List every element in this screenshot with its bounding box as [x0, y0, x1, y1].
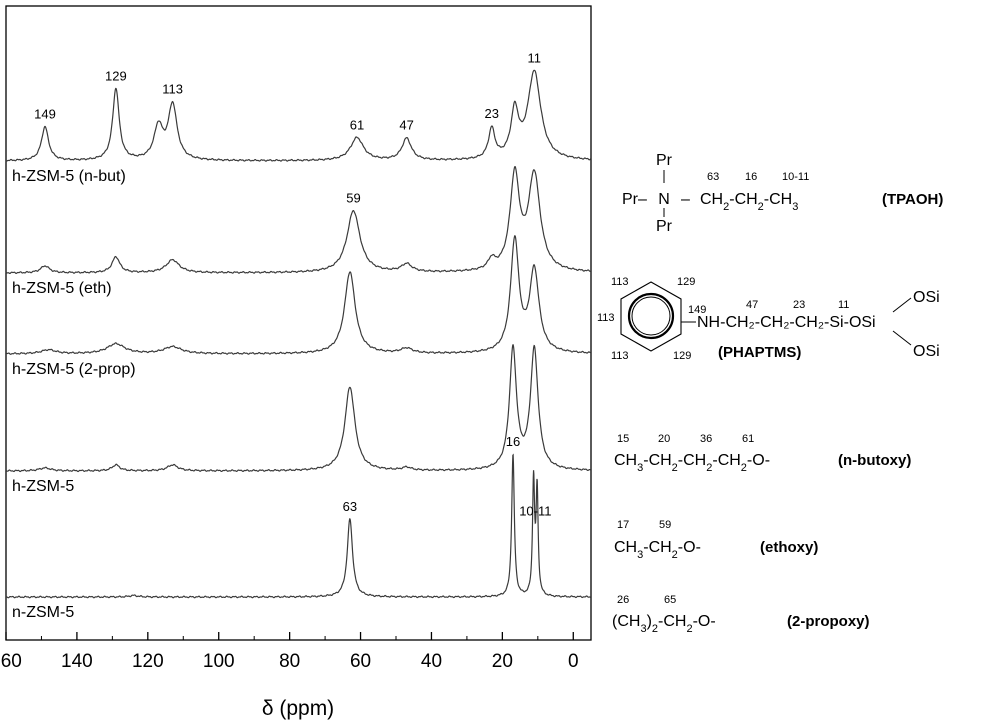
- plot-frame: [5, 5, 592, 641]
- x-tick-label-9: 0: [568, 651, 579, 672]
- peak-label-4: 61: [350, 117, 364, 132]
- benzene-ring: [620, 281, 682, 352]
- nbut-num-36: 36: [700, 433, 712, 445]
- nbut-formula: CH3-CH2-CH2-CH2-O-: [614, 452, 770, 474]
- peak-label-10: 16: [506, 434, 520, 449]
- si-bond-top: [892, 297, 912, 313]
- x-tick-label-5: 80: [279, 651, 300, 672]
- phaptms-osi-top: OSi: [913, 289, 940, 306]
- eth-label: (ethoxy): [760, 539, 818, 556]
- spectrum-label-5: n-ZSM-5: [12, 604, 74, 621]
- ring-num-149: 149: [688, 304, 706, 316]
- tpaoh-pr-bottom: Pr: [656, 218, 673, 235]
- prop-label: (2-propoxy): [787, 613, 870, 630]
- eth-num-59: 59: [659, 519, 671, 531]
- ring-num-113-bottom: 113: [611, 350, 629, 362]
- spectrum-trace-4: [5, 344, 591, 473]
- x-tick-label-7: 40: [421, 651, 442, 672]
- spectrum-label-4: h-ZSM-5: [12, 478, 74, 495]
- tpaoh-pr-top: Pr: [656, 152, 673, 169]
- nbut-num-15: 15: [617, 433, 629, 445]
- tpaoh-label: (TPAOH): [882, 191, 943, 208]
- nbut-num-61: 61: [742, 433, 754, 445]
- phaptms-chain: NH-CH₂-CH₂-CH₂-Si-OSi: [697, 314, 876, 331]
- structure-2-propoxy: 26 65 (CH3)2-CH2-O- (2-propoxy): [612, 594, 870, 635]
- ring-num-129-bottom: 129: [673, 350, 691, 362]
- phaptms-num-47: 47: [746, 299, 758, 311]
- benzene-ring-circle-inner: [631, 296, 671, 336]
- ring-num-129-top: 129: [677, 276, 695, 288]
- x-tick-label-3: 120: [132, 651, 164, 672]
- spectrum-label-2: h-ZSM-5 (eth): [12, 280, 112, 297]
- eth-formula: CH3-CH2-O-: [614, 539, 701, 561]
- spectrum-trace-1: [5, 69, 592, 162]
- peak-label-1: 149: [34, 106, 56, 121]
- spectra-group: [5, 69, 592, 599]
- tpaoh-pr-left: Pr–: [622, 191, 647, 208]
- prop-formula: (CH3)2-CH2-O-: [612, 613, 716, 635]
- series-labels: h-ZSM-5 (n-but) h-ZSM-5 (eth) h-ZSM-5 (2-p…: [12, 168, 136, 621]
- spectrum-label-1: h-ZSM-5 (n-but): [12, 168, 126, 185]
- prop-num-65: 65: [664, 594, 676, 606]
- structure-phaptms: 113 129 113 149 113 129 NH-CH₂-CH₂-CH₂-S…: [597, 276, 940, 362]
- peak-label-6: 23: [484, 106, 498, 121]
- tpaoh-n: N: [658, 191, 670, 208]
- x-axis-title: δ (ppm): [262, 697, 334, 720]
- x-tick-label-2: 140: [61, 651, 93, 672]
- peak-label-7: 11: [528, 50, 542, 65]
- peak-label-2: 129: [105, 68, 127, 83]
- tpaoh-num-10-11: 10-11: [782, 171, 809, 183]
- structure-n-butoxy: 15 20 36 61 CH3-CH2-CH2-CH2-O- (n-butoxy…: [614, 433, 911, 474]
- prop-num-26: 26: [617, 594, 629, 606]
- spectrum-trace-2: [5, 165, 592, 275]
- peak-label-9: 63: [343, 499, 357, 514]
- spectrum-trace-3: [5, 234, 591, 355]
- peak-label-3: 113: [162, 82, 183, 97]
- phaptms-osi-bottom: OSi: [913, 343, 940, 360]
- structure-ethoxy: 17 59 CH3-CH2-O- (ethoxy): [614, 519, 818, 561]
- tpaoh-chain: CH2-CH2-CH3: [700, 191, 798, 213]
- tpaoh-num-63: 63: [707, 171, 719, 183]
- phaptms-num-11: 11: [838, 299, 849, 311]
- peak-label-11: 10-11: [519, 503, 551, 518]
- nbut-label: (n-butoxy): [838, 452, 911, 469]
- eth-num-17: 17: [617, 519, 629, 531]
- spectrum-label-3: h-ZSM-5 (2-prop): [12, 361, 136, 378]
- spectrum-trace-5: [5, 453, 592, 599]
- structure-tpaoh: Pr Pr– N – CH2-CH2-CH3 Pr 63 16 10-11 (T…: [622, 152, 943, 235]
- x-axis: 160 140 120 100 80 60 40 20 0: [0, 632, 579, 672]
- peak-label-8: 59: [346, 191, 360, 206]
- nbut-num-20: 20: [658, 433, 670, 445]
- x-tick-label-8: 20: [492, 651, 513, 672]
- phaptms-num-23: 23: [793, 299, 805, 311]
- peak-label-5: 47: [399, 118, 413, 133]
- peak-labels: 149 129 113 61 47 23 11 59 63 16 10-11: [34, 50, 551, 518]
- x-tick-label-4: 100: [203, 651, 235, 672]
- si-bond-bottom: [892, 330, 912, 346]
- tpaoh-num-16: 16: [745, 171, 757, 183]
- ring-num-113-top: 113: [611, 276, 629, 288]
- ring-num-113-left: 113: [597, 312, 615, 324]
- phaptms-label: (PHAPTMS): [718, 344, 801, 361]
- benzene-ring-circle: [627, 292, 675, 340]
- tpaoh-chain-dash: –: [681, 191, 690, 208]
- x-tick-label-1: 160: [0, 651, 22, 672]
- x-tick-label-6: 60: [350, 651, 371, 672]
